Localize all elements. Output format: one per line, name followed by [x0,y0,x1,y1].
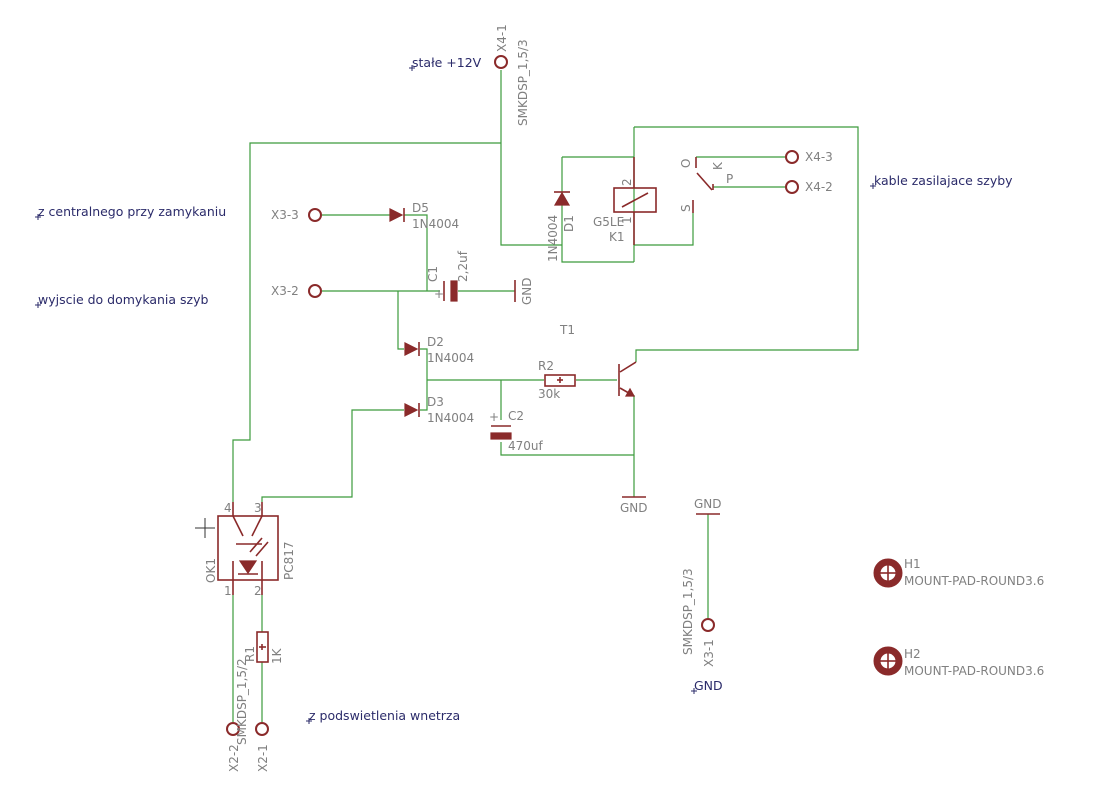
diode-d3 [404,403,420,417]
diode-d2 [404,342,420,356]
pin-x3-3 [308,208,322,222]
label-ok1-pin3: 3 [254,501,262,515]
svg-text:+: + [434,287,444,301]
note-kable-zasilajace: kable zasilajace szyby [874,173,1013,188]
label-c1-name: C1 [426,266,440,282]
origin-cross [195,518,215,538]
label-k1-pin-2: 2 [620,178,634,186]
label-ok1-value: PC817 [282,541,296,580]
wire-relay-contact-top [634,126,859,362]
note-stale-12v: stałe +12V [412,55,482,70]
label-c2-name: C2 [508,409,524,423]
label-x4-2: X4-2 [805,180,833,194]
label-d3-name: D3 [427,395,444,409]
label-x4-1: X4-1 [495,24,509,52]
label-x3-3: X3-3 [271,208,299,222]
label-d2-value: 1N4004 [427,351,474,365]
note-markers [35,65,876,724]
label-ok1-pin1: 1 [224,584,232,598]
capacitor-c2: + [489,410,512,440]
note-wyjscie-domykania: wyjscie do domykania szyb [38,292,209,307]
diode-d1 [553,191,571,206]
label-gnd-c1: GND [520,277,534,305]
label-r1-value: 1K [270,647,284,664]
label-d5-value: 1N4004 [412,217,459,231]
wire-c2-gnd [500,442,634,456]
label-d5-name: D5 [412,201,429,215]
label-k1-pin-1: 1 [620,216,634,224]
label-k1-pin-p: P [726,172,733,186]
capacitor-c1: + [434,280,458,302]
label-ok1-pin4: 4 [224,501,232,515]
optocoupler-ok1 [217,502,279,595]
label-k1-pin-o: O [679,159,693,168]
wire-d5-c1 [404,214,428,291]
label-ok1-name: OK1 [204,558,218,583]
label-d1-value: 1N4004 [546,215,560,262]
label-t1-name: T1 [559,323,575,337]
pin-x4-3 [785,150,799,164]
label-gnd-t1: GND [620,501,648,515]
wire-relay-s [634,213,694,246]
label-x2-2: X2-2 [227,744,241,772]
label-k1-name: K1 [609,230,625,244]
pin-x4-1 [494,55,508,69]
wire-to-d2 [397,291,404,350]
wire-ok1-pin3 [261,409,404,502]
label-x4-3: X4-3 [805,150,833,164]
note-z-podswietlenia: z podswietlenia wnetrza [309,708,460,723]
pin-x2-2 [226,722,240,736]
label-k1-k: K [711,161,725,170]
mount-pad-h1 [873,558,903,588]
label-d2-name: D2 [427,335,444,349]
relay-k1 [613,157,714,245]
label-r2-name: R2 [538,359,554,373]
pin-x3-2 [308,284,322,298]
label-h2-value: MOUNT-PAD-ROUND3.6 [904,664,1044,678]
svg-text:+: + [489,410,499,424]
mount-pad-h2 [873,646,903,676]
label-h1-value: MOUNT-PAD-ROUND3.6 [904,574,1044,588]
note-gnd: GND [694,678,723,693]
label-d3-value: 1N4004 [427,411,474,425]
label-smkdsp-x2: SMKDSP_1,5/2 [235,658,249,745]
label-h1-name: H1 [904,557,921,571]
label-d1-name: D1 [562,215,576,232]
label-r2-value: 30k [538,387,560,401]
wire-12v-trunk [500,70,562,246]
label-c2-value: 470uf [508,439,544,453]
label-h2-name: H2 [904,647,921,661]
wire-12v-left [232,142,501,502]
label-ok1-pin2: 2 [254,584,262,598]
wire-d2-d3-node [420,348,428,411]
label-smkdsp-x3: SMKDSP_1,5/3 [681,568,695,655]
diode-d5 [389,208,405,222]
wires [232,70,859,722]
label-smkdsp-x4: SMKDSP_1,5/3 [516,39,530,126]
label-k1-coil: G5LE [593,215,624,229]
label-r1-name: R1 [243,646,257,662]
label-x3-1: X3-1 [702,639,716,667]
wire-relay-box-left [561,157,634,263]
label-x3-2: X3-2 [271,284,299,298]
label-k1-pin-s: S [679,204,693,212]
connector-pins [226,55,799,736]
pin-x3-1 [701,618,715,632]
transistor-t1 [618,361,637,397]
label-gnd-x3: GND [694,497,722,511]
resistor-r1 [256,631,269,663]
pin-x2-1 [255,722,269,736]
label-c1-value: 2,2uf [456,250,470,282]
resistor-r2 [544,374,576,387]
pin-x4-2 [785,180,799,194]
note-z-centralnego: z centralnego przy zamykaniu [38,204,226,219]
label-x2-1: X2-1 [256,744,270,772]
